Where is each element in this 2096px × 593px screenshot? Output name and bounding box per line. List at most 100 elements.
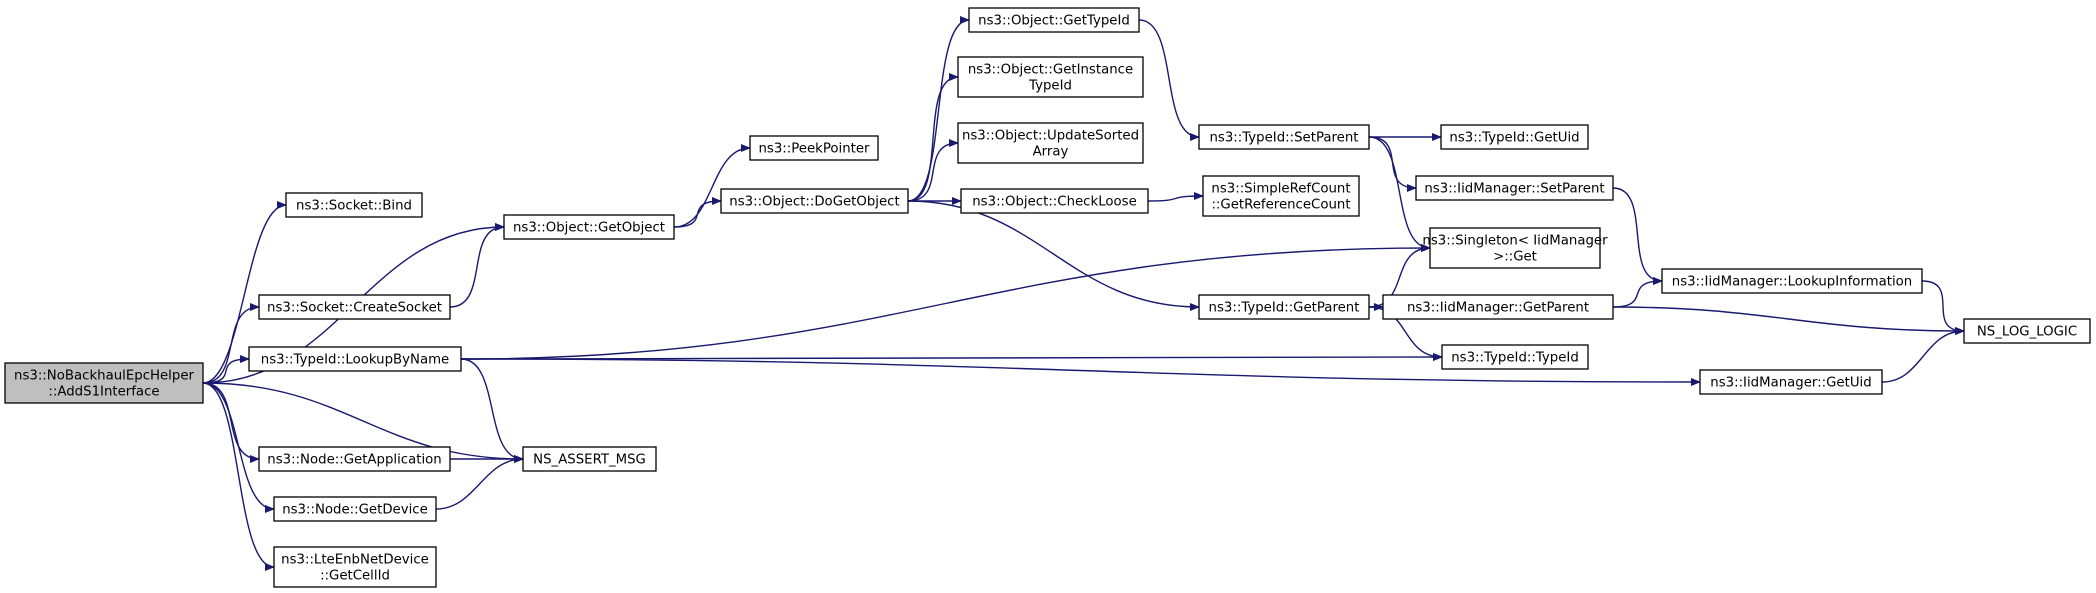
node-label: Array xyxy=(1033,145,1069,160)
edge-root-to-get_application xyxy=(202,382,260,463)
node-check-loose[interactable]: ns3::Object::CheckLoose xyxy=(960,188,1149,214)
node-box xyxy=(1441,344,1589,370)
node-label: ns3::Socket::CreateSocket xyxy=(267,301,442,316)
node-box xyxy=(1198,124,1370,150)
node-label: ns3::TypeId::GetUid xyxy=(1449,131,1579,146)
node-typeid-get-parent[interactable]: ns3::TypeId::GetParent xyxy=(1198,294,1370,320)
node-label: ::GetCellId xyxy=(320,569,390,584)
edge-do_get_object-to-typeid_get_parent xyxy=(907,200,1200,311)
node-box xyxy=(957,122,1144,164)
node-box xyxy=(258,294,451,320)
node-label: TypeId xyxy=(1028,79,1072,94)
node-peek-pointer[interactable]: ns3::PeekPointer xyxy=(749,135,879,161)
node-socket-bind[interactable]: ns3::Socket::Bind xyxy=(285,192,423,218)
node-get-object[interactable]: ns3::Object::GetObject xyxy=(503,214,675,240)
node-label: ns3::Socket::Bind xyxy=(296,199,412,214)
node-ns-assert-msg[interactable]: NS_ASSERT_MSG xyxy=(522,446,657,472)
node-box xyxy=(248,346,462,372)
node-box xyxy=(258,446,451,472)
node-do-get-object[interactable]: ns3::Object::DoGetObject xyxy=(720,188,909,214)
edge-root-to-get_device xyxy=(202,382,275,513)
node-label: NS_LOG_LOGIC xyxy=(1977,325,2077,340)
edge-root-to-get_cell_id xyxy=(202,382,275,571)
edge-root-to-create_socket xyxy=(202,303,260,384)
node-iid-set-parent[interactable]: ns3::IidManager::SetParent xyxy=(1415,175,1614,201)
node-box xyxy=(1198,294,1370,320)
node-box xyxy=(749,135,879,161)
node-box xyxy=(1429,227,1601,269)
node-box xyxy=(1202,175,1360,217)
edge-iid_get_parent-to-iid_lookup_information xyxy=(1612,277,1663,308)
node-box xyxy=(1699,369,1883,395)
node-label: ns3::IidManager::GetParent xyxy=(1407,301,1589,316)
node-label: ns3::TypeId::SetParent xyxy=(1209,131,1358,146)
node-label: ns3::LteEnbNetDevice xyxy=(281,553,429,568)
node-ns-log-logic[interactable]: NS_LOG_LOGIC xyxy=(1963,318,2091,344)
nodes: ns3::NoBackhaulEpcHelper::AddS1Interface… xyxy=(4,7,2091,588)
edge-do_get_object-to-get_type_id xyxy=(907,16,970,202)
node-box xyxy=(522,446,657,472)
node-label: ns3::Singleton< IidManager xyxy=(1422,234,1608,249)
node-box xyxy=(960,188,1149,214)
node-label: ns3::SimpleRefCount xyxy=(1211,182,1350,197)
node-label: ns3::Object::GetObject xyxy=(513,221,665,236)
edge-iid_get_uid-to-ns_log_logic xyxy=(1881,327,1965,383)
node-typeid-set-parent[interactable]: ns3::TypeId::SetParent xyxy=(1198,124,1370,150)
edge-iid_get_parent-to-ns_log_logic xyxy=(1612,306,1965,335)
node-box xyxy=(957,56,1144,98)
node-iid-get-uid[interactable]: ns3::IidManager::GetUid xyxy=(1699,369,1883,395)
node-box xyxy=(4,362,204,404)
node-get-application[interactable]: ns3::Node::GetApplication xyxy=(258,446,451,472)
edge-get_object-to-peek_pointer xyxy=(673,144,751,228)
edge-lookup_by_name-to-ns_assert_msg xyxy=(460,358,524,463)
edge-typeid_set_parent-to-singleton_get xyxy=(1368,136,1431,252)
node-label: ns3::NoBackhaulEpcHelper xyxy=(14,369,194,384)
node-label: ns3::TypeId::GetParent xyxy=(1209,301,1360,316)
node-label: ns3::Node::GetApplication xyxy=(267,453,441,468)
node-box xyxy=(1415,175,1614,201)
node-label: ns3::TypeId::LookupByName xyxy=(261,353,449,368)
edge-iid_lookup_information-to-ns_log_logic xyxy=(1921,280,1965,335)
node-box xyxy=(1661,268,1923,294)
node-iid-lookup-information[interactable]: ns3::IidManager::LookupInformation xyxy=(1661,268,1923,294)
edge-lookup_by_name-to-singleton_get xyxy=(460,244,1431,360)
edge-check_loose-to-get_reference_count xyxy=(1147,192,1204,202)
node-get-type-id[interactable]: ns3::Object::GetTypeId xyxy=(968,7,1140,33)
node-label: ns3::Node::GetDevice xyxy=(282,503,428,518)
edge-lookup_by_name-to-typeid_typeid xyxy=(460,353,1443,362)
node-label: ns3::Object::GetTypeId xyxy=(978,14,1130,29)
node-box xyxy=(273,546,437,588)
edge-get_type_id-to-typeid_set_parent xyxy=(1138,19,1200,141)
node-box xyxy=(503,214,675,240)
node-box xyxy=(1963,318,2091,344)
edge-get_object-to-do_get_object xyxy=(673,197,722,228)
node-typeid-typeid[interactable]: ns3::TypeId::TypeId xyxy=(1441,344,1589,370)
node-label: ns3::PeekPointer xyxy=(758,142,870,157)
node-get-cell-id[interactable]: ns3::LteEnbNetDevice::GetCellId xyxy=(273,546,437,588)
edge-iid_set_parent-to-iid_lookup_information xyxy=(1612,187,1663,285)
node-label: NS_ASSERT_MSG xyxy=(533,453,646,468)
node-label: ::AddS1Interface xyxy=(48,385,159,400)
node-singleton-get[interactable]: ns3::Singleton< IidManager>::Get xyxy=(1422,227,1608,269)
node-box xyxy=(968,7,1140,33)
node-box xyxy=(1440,124,1589,150)
node-get-reference-count[interactable]: ns3::SimpleRefCount::GetReferenceCount xyxy=(1202,175,1360,217)
node-create-socket[interactable]: ns3::Socket::CreateSocket xyxy=(258,294,451,320)
node-root[interactable]: ns3::NoBackhaulEpcHelper::AddS1Interface xyxy=(4,362,204,404)
node-box xyxy=(273,496,437,522)
edge-do_get_object-to-update_sorted_array xyxy=(907,139,959,202)
node-iid-get-parent[interactable]: ns3::IidManager::GetParent xyxy=(1382,294,1614,320)
node-label: ns3::Object::UpdateSorted xyxy=(962,129,1139,144)
node-get-device[interactable]: ns3::Node::GetDevice xyxy=(273,496,437,522)
node-label: ns3::IidManager::SetParent xyxy=(1424,182,1604,197)
node-box xyxy=(720,188,909,214)
edge-root-to-socket_bind xyxy=(202,201,287,384)
edge-root-to-lookup_by_name xyxy=(202,355,250,384)
node-typeid-get-uid[interactable]: ns3::TypeId::GetUid xyxy=(1440,124,1589,150)
node-label: ns3::IidManager::GetUid xyxy=(1710,376,1871,391)
node-lookup-by-name[interactable]: ns3::TypeId::LookupByName xyxy=(248,346,462,372)
node-label: ns3::IidManager::LookupInformation xyxy=(1672,275,1912,290)
